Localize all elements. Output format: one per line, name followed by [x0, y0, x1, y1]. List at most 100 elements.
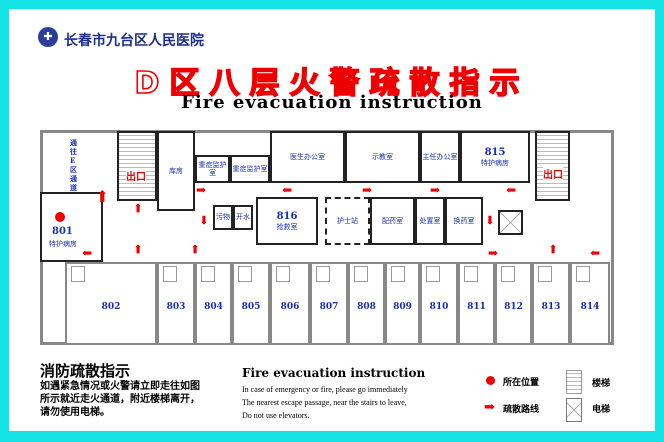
route-arrow-icon: ➡	[430, 183, 441, 197]
ward-room-807: 807	[310, 262, 348, 345]
bathroom	[426, 266, 440, 282]
room-name: 医生办公室	[290, 152, 325, 161]
room-name: 开水	[236, 213, 250, 222]
ward-room-806: 806	[270, 262, 310, 345]
legend-stairs: 楼梯	[592, 379, 611, 389]
room-number: 811	[467, 302, 486, 312]
ward-room-814: 814	[570, 262, 610, 345]
ward-room-804: 804	[195, 262, 232, 345]
exit-label-left: 出口	[126, 168, 146, 183]
bathroom	[276, 266, 290, 282]
bathroom	[391, 266, 405, 282]
ward-room-812: 812	[495, 262, 532, 345]
room-name: 处置室	[419, 216, 441, 225]
room-name: 重症监护室	[198, 160, 227, 177]
room-number: 802	[101, 302, 121, 312]
room-number: 809	[393, 302, 412, 312]
route-arrow-icon: ➡	[131, 243, 146, 255]
route-arrow-icon: ➡	[82, 246, 93, 260]
legend-you-are-here: 所在位置	[503, 378, 540, 388]
room-number: 815	[484, 146, 506, 158]
room-dispensary: 配药室	[370, 197, 415, 245]
route-arrow-icon: ➡	[590, 246, 601, 260]
route-arrow-icon: ➡	[92, 189, 112, 203]
room-801	[40, 192, 103, 262]
route-arrow-icon: ➡	[282, 183, 293, 197]
room-icu-2: 重症监护室	[230, 155, 270, 183]
bathroom	[201, 266, 215, 282]
room-number: 808	[357, 302, 376, 312]
legend-route: 疏散路线	[503, 405, 540, 415]
room-director-office: 主任办公室	[420, 131, 460, 183]
room-number: 810	[429, 302, 449, 312]
bathroom	[464, 266, 478, 282]
ward-room-811: 811	[458, 262, 495, 345]
room-storage: 库房	[157, 131, 195, 211]
room-dirty: 污物	[213, 205, 233, 230]
ward-room-809: 809	[385, 262, 420, 345]
ward-room-803: 803	[157, 262, 195, 345]
room-name: 换药室	[453, 216, 475, 225]
legend-cn-title: 消防疏散指示	[40, 362, 131, 380]
room-doctor-office: 医生办公室	[270, 131, 345, 183]
room-number: 812	[504, 302, 523, 312]
room-name: 特护病房	[481, 158, 509, 167]
legend-en-line: Do not use elevators.	[242, 411, 310, 420]
ward-room-813: 813	[532, 262, 570, 345]
room-name: 库房	[169, 166, 183, 175]
legend-elevator: 电梯	[592, 405, 611, 415]
bathroom	[238, 266, 252, 282]
room-water: 开水	[233, 205, 253, 230]
room-dressing: 换药室	[445, 197, 483, 245]
room-number: 816	[276, 210, 298, 222]
room-name: 抢救室	[276, 222, 298, 231]
ward-room-805: 805	[232, 262, 270, 345]
hospital-logo-icon: ✚	[38, 27, 58, 47]
route-arrow-icon: ➡	[362, 183, 373, 197]
room-name: 护士站	[337, 216, 358, 225]
bathroom	[354, 266, 368, 282]
bathroom	[316, 266, 330, 282]
legend-cn-line: 如遇紧急情况或火警请立即走往如图	[40, 381, 200, 392]
route-arrow-icon: ➡	[188, 243, 203, 255]
room-name: 重症监护室	[232, 164, 268, 173]
room-number: 803	[166, 302, 186, 312]
bathroom	[576, 266, 590, 282]
room-name: 主任办公室	[422, 152, 458, 161]
room-number: 814	[580, 302, 600, 312]
room-name: 示教室	[372, 152, 393, 161]
page-title: D区八层火警疏散指示	[134, 65, 530, 102]
route-arrow-icon: ➡	[197, 214, 212, 226]
route-arrow-icon: ➡	[196, 183, 207, 197]
room-number: 807	[319, 302, 339, 312]
bathroom	[163, 266, 177, 282]
hospital-name: 长春市九台区人民医院	[64, 33, 204, 49]
legend-cn-line: 请勿使用电梯。	[40, 407, 110, 418]
legend-cn-line: 所示就近走火通道，附近楼梯离开，	[40, 394, 200, 405]
room-name: 配药室	[382, 216, 403, 225]
passage-label: 通往E区通道	[70, 138, 77, 192]
red-dot-icon	[486, 376, 495, 385]
room-number: 805	[241, 302, 261, 312]
bathroom	[501, 266, 515, 282]
room-number: 804	[204, 302, 223, 312]
page-subtitle: Fire evacuation instruction	[181, 92, 483, 113]
ward-room-808: 808	[348, 262, 385, 345]
elevator-icon	[566, 398, 582, 422]
ward-room-810: 810	[420, 262, 458, 345]
exit-label-right: 出口	[543, 166, 563, 181]
nurse-station: 护士站	[325, 197, 370, 245]
elevator-icon	[498, 210, 523, 235]
route-arrow-icon: ➡	[131, 202, 146, 214]
room-number: 806	[280, 302, 300, 312]
route-arrow-icon: ➡	[506, 183, 517, 197]
you-are-here-marker	[55, 212, 65, 222]
route-arrow-icon: ➡	[483, 214, 498, 226]
stairs-left	[117, 131, 157, 201]
red-arrow-icon: ➡	[484, 400, 495, 415]
legend-en-line: In case of emergency or fire, please go …	[242, 385, 408, 394]
room-disposal: 处置室	[415, 197, 445, 245]
bathroom	[71, 266, 85, 282]
